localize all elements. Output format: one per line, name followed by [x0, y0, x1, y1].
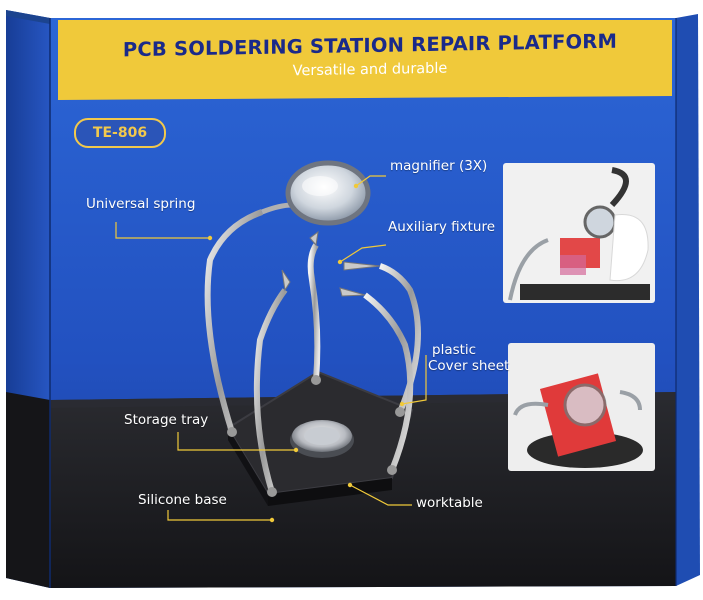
label-universal-spring: Universal spring	[86, 196, 196, 212]
label-silicone-base: Silicone base	[138, 492, 227, 508]
label-storage-tray: Storage tray	[124, 412, 209, 428]
label-magnifier: magnifier (3X)	[390, 158, 488, 174]
label-plastic: plastic	[432, 342, 477, 358]
model-badge: TE-806	[74, 118, 166, 148]
label-cover-sheet: Cover sheet	[428, 358, 510, 374]
clip-left-icon	[281, 269, 291, 292]
label-worktable: worktable	[416, 495, 483, 511]
label-auxiliary-fixture: Auxiliary fixture	[388, 219, 496, 235]
